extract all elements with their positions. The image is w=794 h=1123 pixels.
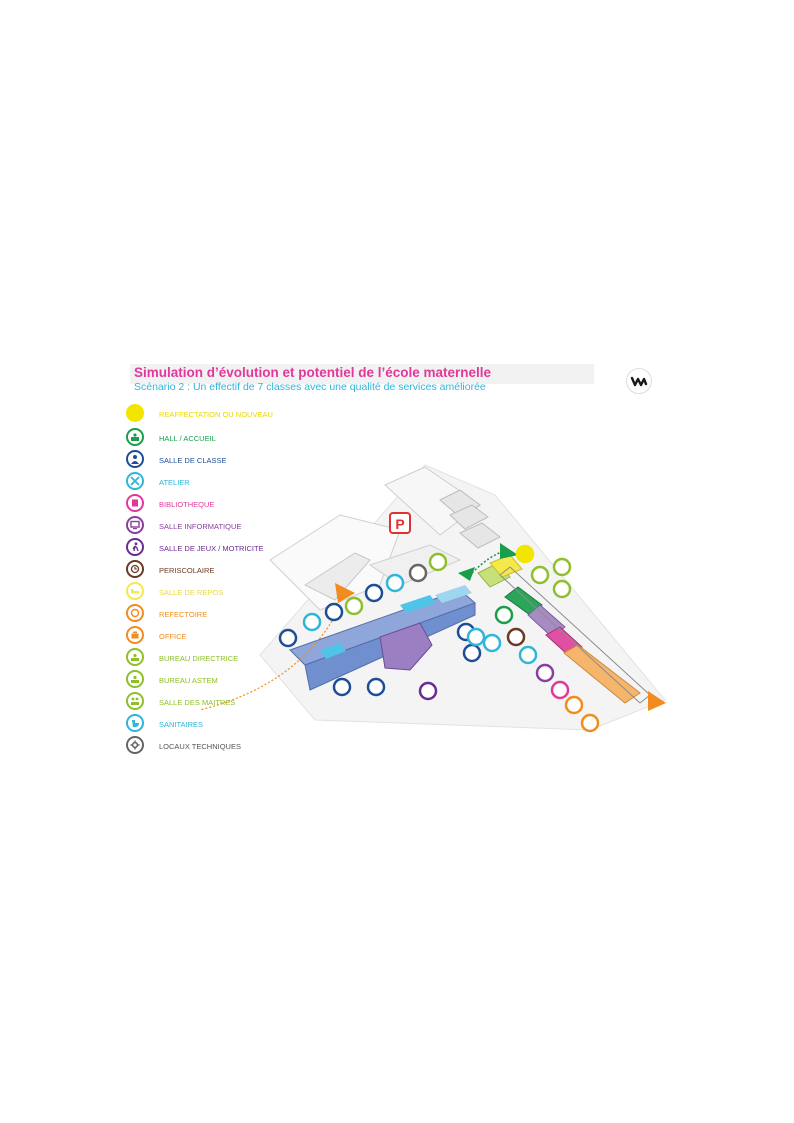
kitchen-pot-icon	[580, 713, 600, 733]
gear-icon	[126, 736, 144, 754]
legend-label: SANITAIRES	[158, 719, 208, 730]
legend-label: REFECTOIRE	[158, 609, 212, 620]
legend-item-repos: SALLE DE REPOS	[124, 582, 284, 602]
office-desk-icon	[552, 579, 572, 599]
teachers-room-icon	[126, 692, 144, 710]
pupil-icon	[278, 628, 298, 648]
tools-icon	[428, 552, 448, 572]
motricity-hall	[379, 622, 433, 671]
existing-building-wing	[303, 552, 371, 601]
legend-item-jeux: SALLE DE JEUX / MOTRICITE	[124, 538, 284, 558]
legend-label: SALLE DES MAITRES	[158, 697, 240, 708]
gear-icon	[408, 563, 428, 583]
book-icon	[126, 494, 144, 512]
bed-icon	[126, 582, 144, 600]
legend-label: BIBLIOTHEQUE	[158, 499, 219, 510]
legend-item-periscolaire: PERISCOLAIRE	[124, 560, 284, 580]
pupil-icon	[366, 677, 386, 697]
kitchen-pot-icon	[126, 626, 144, 644]
computer-icon	[126, 516, 144, 534]
logo-mark-icon	[630, 376, 648, 387]
entrance-arrow-east	[648, 691, 666, 711]
technical-block	[459, 522, 501, 549]
running-child-icon	[126, 538, 144, 556]
page-subtitle: Scénario 2 : Un effectif de 7 classes av…	[134, 381, 486, 393]
workshop-block	[400, 595, 436, 613]
reception-desk-icon	[126, 428, 144, 446]
office-desk-icon	[530, 565, 550, 585]
plan-drawing: P	[199, 464, 666, 733]
legend-item-refectoire: REFECTOIRE	[124, 604, 284, 624]
east-wing-outline	[499, 566, 651, 704]
filled-circle-icon	[515, 544, 535, 564]
book-icon	[550, 680, 570, 700]
existing-building-west	[269, 514, 401, 611]
parking-sign	[389, 512, 411, 534]
legend-item-atelier: ATELIER	[124, 472, 284, 492]
legend-label: BUREAU DIRECTRICE	[158, 653, 243, 664]
legend-item-astem: BUREAU ASTEM	[124, 670, 284, 690]
plate-icon	[564, 695, 584, 715]
secondary-entrance-arrow	[458, 567, 475, 581]
building-plan: P	[199, 455, 680, 755]
legend-label: BUREAU ASTEM	[158, 675, 222, 686]
legend-label: SALLE DE REPOS	[158, 587, 228, 598]
tools-icon	[466, 627, 486, 647]
page-title: Simulation d’évolution et potentiel de l…	[134, 365, 492, 380]
computer-icon	[535, 663, 555, 683]
toilet-icon	[518, 645, 538, 665]
legend-item-maitres: SALLE DES MAITRES	[124, 692, 284, 712]
legend-label: PERISCOLAIRE	[158, 565, 219, 576]
pupil-icon	[462, 643, 482, 663]
legend-item-directrice: BUREAU DIRECTRICE	[124, 648, 284, 668]
legend-label: SALLE DE JEUX / MOTRICITE	[158, 543, 268, 554]
entrance-arrow-west	[335, 583, 355, 603]
legend-label: OFFICE	[158, 631, 191, 642]
legend-label: REAFFECTATION OU NOUVEAU	[158, 409, 277, 420]
legend-label: ATELIER	[158, 477, 194, 488]
filled-circle-icon	[126, 404, 144, 422]
toilet-icon	[385, 573, 405, 593]
technical-block	[449, 504, 489, 530]
parking-label: P	[395, 516, 404, 532]
pupil-icon	[126, 450, 144, 468]
plate-icon	[126, 604, 144, 622]
legend-item-office: OFFICE	[124, 626, 284, 646]
title-band	[130, 364, 594, 384]
office-desk-icon	[126, 670, 144, 688]
legend-item-hall: HALL / ACCUEIL	[124, 428, 284, 448]
pupil-icon	[332, 677, 352, 697]
tools-icon	[344, 596, 364, 616]
logo	[626, 368, 652, 394]
legend-item-bibliotheque: BIBLIOTHEQUE	[124, 494, 284, 514]
legend-item-sanitaires: SANITAIRES	[124, 714, 284, 734]
pupil-icon	[324, 602, 344, 622]
sanitary-block	[320, 643, 346, 659]
access-path-orange	[199, 606, 341, 711]
refectory-block	[563, 644, 641, 704]
main-entrance-arrow	[500, 543, 518, 559]
toilet-icon	[126, 714, 144, 732]
clock-child-icon	[126, 560, 144, 578]
legend-item-reaffectation: REAFFECTATION OU NOUVEAU	[124, 404, 284, 424]
legend-label: HALL / ACCUEIL	[158, 433, 220, 444]
legend-item-informatique: SALLE INFORMATIQUE	[124, 516, 284, 536]
tools-icon	[302, 612, 322, 632]
legend-item-techniques: LOCAUX TECHNIQUES	[124, 736, 284, 756]
running-child-icon	[418, 681, 438, 701]
access-path-green	[471, 550, 506, 574]
legend-label: SALLE DE CLASSE	[158, 455, 231, 466]
tools-icon	[482, 633, 502, 653]
legend-label: LOCAUX TECHNIQUES	[158, 741, 245, 752]
office-desk-icon	[126, 648, 144, 666]
reception-desk-icon	[494, 605, 514, 625]
corridor-glazing	[435, 585, 472, 603]
tools-icon	[126, 472, 144, 490]
clock-child-icon	[506, 627, 526, 647]
pupil-icon	[364, 583, 384, 603]
legend-item-classe: SALLE DE CLASSE	[124, 450, 284, 470]
legend-label: SALLE INFORMATIQUE	[158, 521, 246, 532]
teachers-room-icon	[552, 557, 572, 577]
